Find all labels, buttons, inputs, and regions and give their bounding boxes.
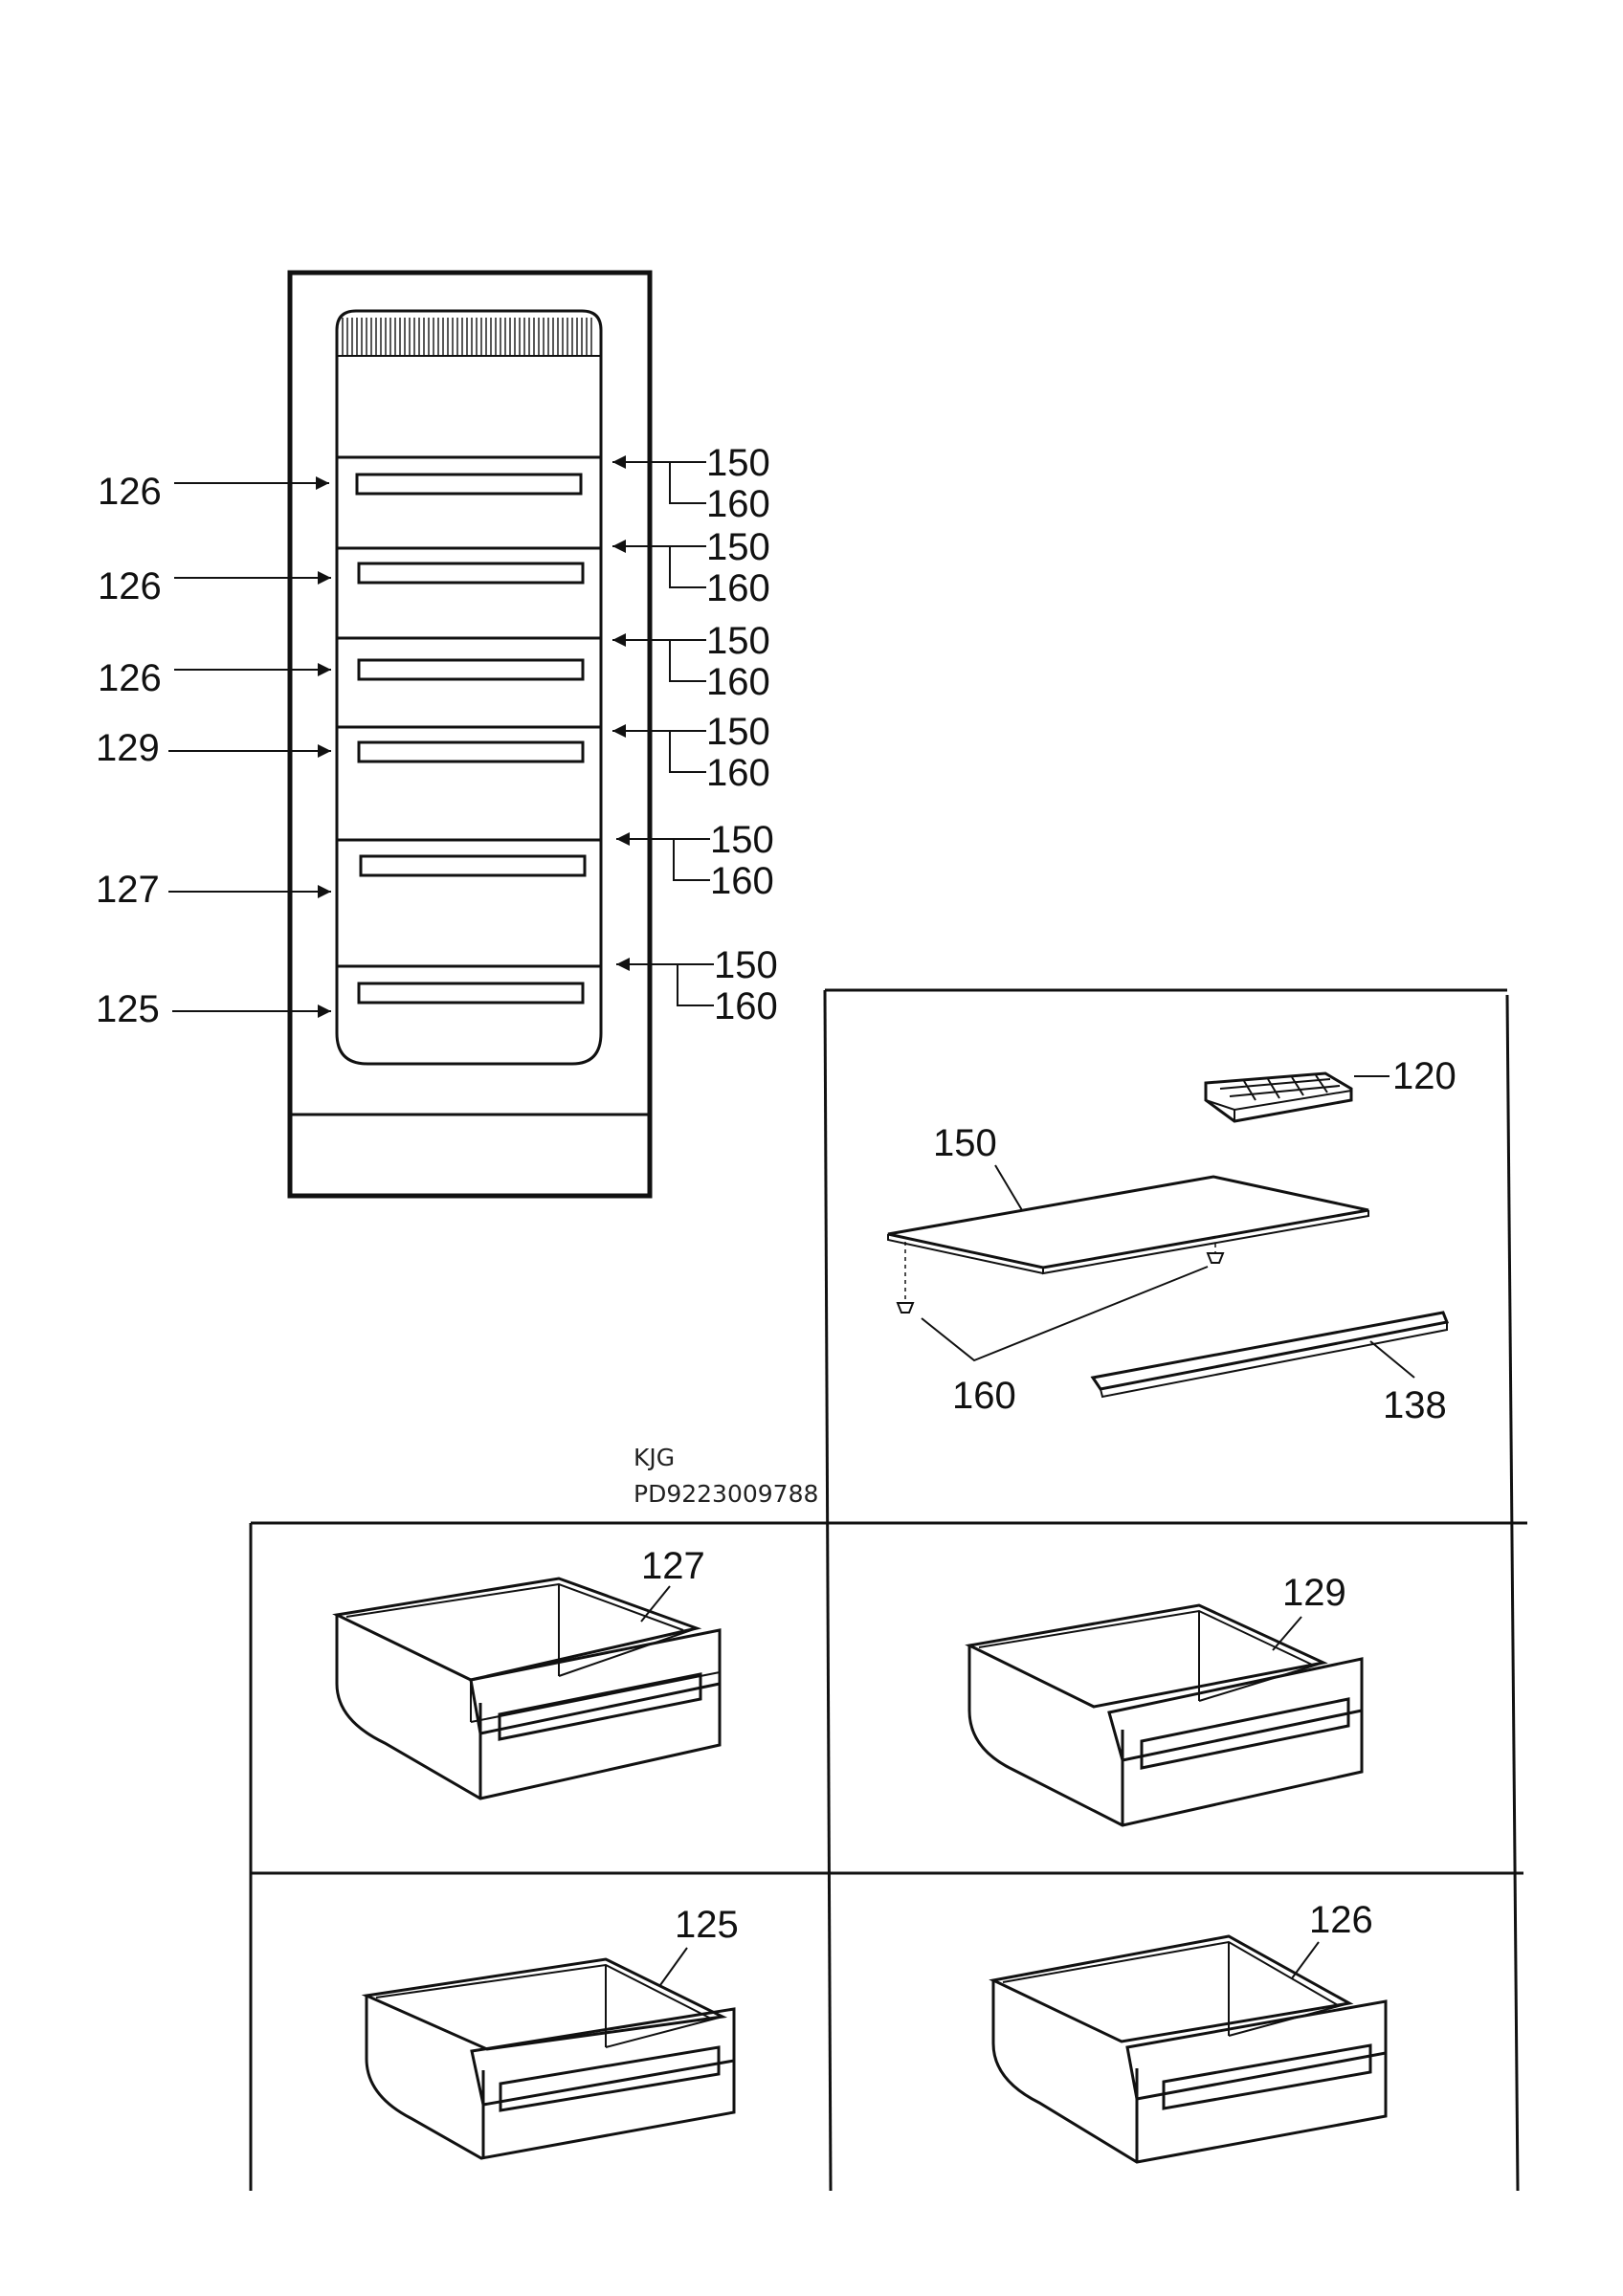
drawer-handle	[357, 982, 585, 1004]
left-callouts: 126 126 126 129 127 125	[96, 471, 331, 1030]
callout-150: 150	[706, 442, 770, 484]
drawer-129	[965, 1603, 1364, 1827]
drawer-125	[361, 1957, 736, 2160]
glass-shelf	[887, 1175, 1369, 1275]
callout-129: 129	[1282, 1572, 1346, 1614]
callout-150: 150	[710, 819, 774, 861]
right-callouts: 150 160 150 160 150 160 150 160 150 160 …	[612, 442, 778, 1027]
callout-129: 129	[96, 727, 160, 769]
panel-frame	[249, 988, 1527, 2192]
callout-150: 150	[706, 526, 770, 568]
callout-127: 127	[641, 1545, 705, 1587]
callout-125: 125	[675, 1904, 739, 1946]
vent-grille	[337, 318, 601, 357]
drawer-handle	[355, 473, 583, 496]
ice-tray	[1204, 1071, 1353, 1123]
drawer-handle	[357, 740, 585, 763]
callout-150: 150	[933, 1122, 997, 1164]
callout-126: 126	[98, 657, 162, 699]
callout-120: 120	[1392, 1055, 1456, 1097]
callout-160: 160	[706, 567, 770, 609]
callout-160: 160	[706, 483, 770, 525]
callout-126: 126	[98, 471, 162, 513]
doc-code-line1: KJG	[634, 1444, 675, 1471]
drawer-127	[332, 1577, 722, 1800]
callout-125: 125	[96, 988, 160, 1030]
callout-138: 138	[1383, 1384, 1447, 1426]
callout-150: 150	[714, 944, 778, 986]
callout-127: 127	[96, 869, 160, 911]
shelf-supports	[896, 1242, 1225, 1314]
callout-126: 126	[1309, 1899, 1373, 1941]
freezer-cabinet	[287, 270, 653, 1199]
drawer-handle	[357, 658, 585, 681]
drawer-handle	[357, 562, 585, 585]
callout-126: 126	[98, 565, 162, 607]
drawer-126	[989, 1934, 1388, 2164]
shelf-panel: 120 150 160 138	[887, 1055, 1456, 1426]
callout-160: 160	[706, 752, 770, 794]
callout-160: 160	[706, 661, 770, 703]
callout-160: 160	[710, 860, 774, 902]
callout-150: 150	[706, 711, 770, 753]
callout-160: 160	[952, 1375, 1016, 1417]
doc-code-line2: PD9223009788	[634, 1480, 818, 1508]
drawer-handle	[359, 854, 587, 877]
callout-160: 160	[714, 985, 778, 1027]
shelf-rail	[1090, 1311, 1450, 1399]
callout-150: 150	[706, 620, 770, 662]
